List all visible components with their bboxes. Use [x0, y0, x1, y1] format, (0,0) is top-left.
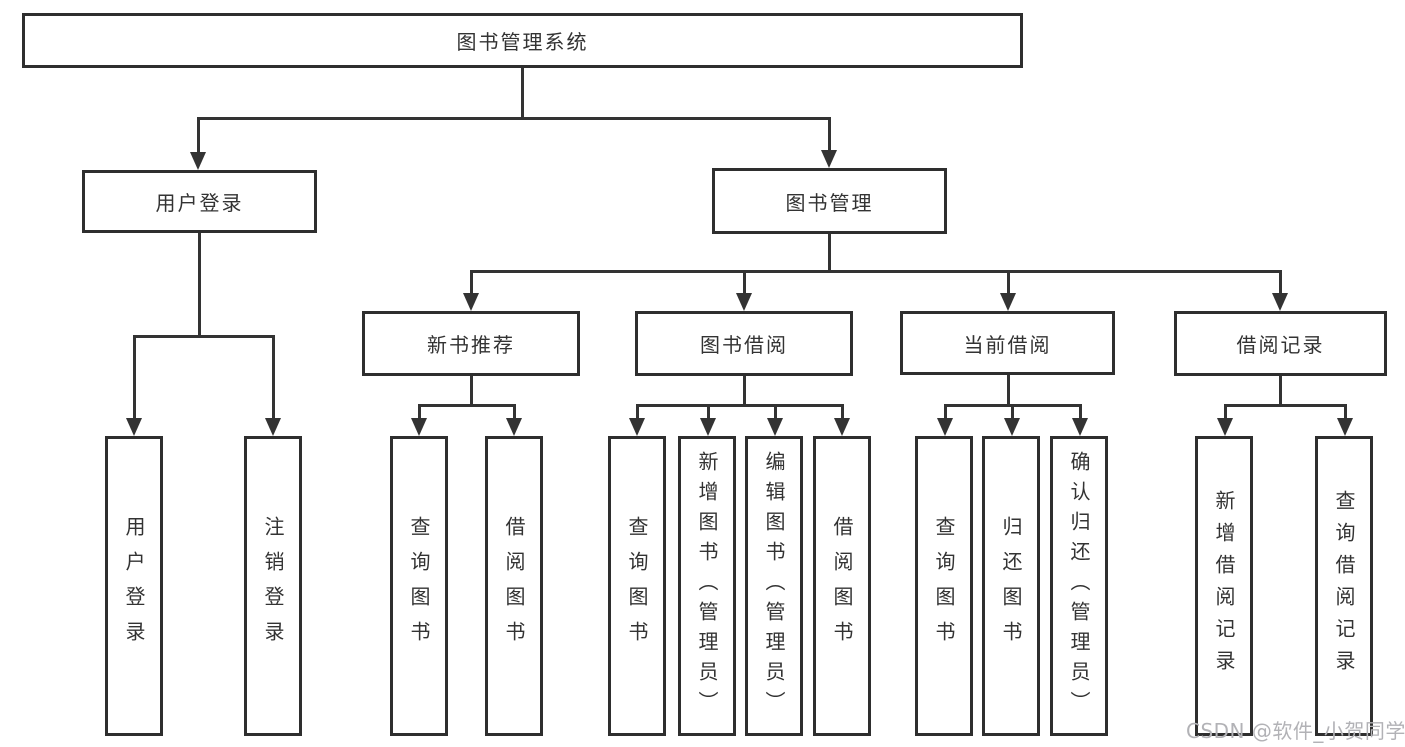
arrowhead-icon: [265, 418, 281, 436]
arrow-to-leaf-current-query: [937, 405, 953, 436]
connector-rail-level1: [196, 116, 831, 120]
arrowhead-icon: [821, 150, 837, 168]
connector-rail-new-book: [417, 403, 516, 407]
arrow-to-book-management: [821, 117, 837, 168]
node-book-management: 图书管理: [712, 168, 947, 234]
arrow-to-leaf-newbook-query: [411, 405, 427, 436]
arrow-to-new-book: [463, 271, 479, 311]
connector-stem-new-book: [469, 376, 473, 406]
arrowhead-icon: [767, 418, 783, 436]
arrowhead-icon: [190, 152, 206, 170]
node-new-book-recommend: 新书推荐: [362, 311, 580, 376]
arrowhead-icon: [736, 293, 752, 311]
connector-stem-root: [520, 68, 524, 118]
arrowhead-icon: [1272, 293, 1288, 311]
arrow-to-leaf-current-confirm: [1072, 405, 1088, 436]
arrowhead-icon: [834, 418, 850, 436]
arrow-to-leaf-user-login: [126, 335, 142, 436]
arrow-to-user-login: [190, 117, 206, 170]
leaf-newbook-borrow: 借阅图书: [485, 436, 543, 736]
leaf-current-return: 归还图书: [982, 436, 1040, 736]
node-current-borrow: 当前借阅: [900, 311, 1115, 375]
arrow-to-leaf-records-add: [1217, 405, 1233, 436]
arrowhead-icon: [1337, 418, 1353, 436]
leaf-borrow-edit-admin: 编辑图书（管理员）: [745, 436, 803, 736]
arrowhead-icon: [629, 418, 645, 436]
connector-rail-level2: [469, 270, 1282, 273]
leaf-records-query: 查询借阅记录: [1315, 436, 1373, 736]
arrowhead-icon: [1004, 418, 1020, 436]
arrowhead-icon: [463, 293, 479, 311]
leaf-records-add: 新增借阅记录: [1195, 436, 1253, 736]
arrow-to-current-borrow: [1000, 271, 1016, 311]
connector-rail-user-login: [132, 334, 275, 338]
arrow-to-leaf-logout: [265, 335, 281, 436]
arrow-to-leaf-borrow-query: [629, 405, 645, 436]
connector-stem-borrow-records: [1278, 376, 1282, 406]
leaf-borrow-borrow: 借阅图书: [813, 436, 871, 736]
arrow-to-borrow-records: [1272, 271, 1288, 311]
arrowhead-icon: [1000, 293, 1016, 311]
arrow-to-leaf-records-query: [1337, 405, 1353, 436]
leaf-borrow-add-admin: 新增图书（管理员）: [678, 436, 736, 736]
csdn-watermark: CSDN @软件_小贺同学: [1186, 719, 1405, 743]
arrowhead-icon: [411, 418, 427, 436]
connector-stem-book-management: [827, 234, 831, 273]
arrowhead-icon: [1072, 418, 1088, 436]
node-book-borrow: 图书借阅: [635, 311, 853, 376]
leaf-newbook-query: 查询图书: [390, 436, 448, 736]
arrow-to-leaf-borrow-add: [700, 405, 716, 436]
arrow-to-leaf-borrow-edit: [767, 405, 783, 436]
arrowhead-icon: [126, 418, 142, 436]
leaf-current-confirm-admin: 确认归还（管理员）: [1050, 436, 1108, 736]
arrowhead-icon: [506, 418, 522, 436]
node-root-system: 图书管理系统: [22, 13, 1023, 68]
connector-stem-book-borrow: [742, 376, 746, 406]
arrow-to-leaf-borrow-borrow: [834, 405, 850, 436]
arrowhead-icon: [1217, 418, 1233, 436]
arrowhead-icon: [937, 418, 953, 436]
node-user-login: 用户登录: [82, 170, 317, 233]
leaf-logout: 注销登录: [244, 436, 302, 736]
connector-stem-current-borrow: [1006, 375, 1010, 406]
connector-rail-book-borrow: [635, 403, 844, 407]
leaf-user-login: 用户登录: [105, 436, 163, 736]
leaf-borrow-query: 查询图书: [608, 436, 666, 736]
arrow-to-leaf-newbook-borrow: [506, 405, 522, 436]
connector-stem-user-login: [197, 233, 201, 336]
leaf-current-query: 查询图书: [915, 436, 973, 736]
connector-rail-borrow-records: [1223, 403, 1347, 407]
arrow-to-leaf-current-return: [1004, 405, 1020, 436]
arrow-to-book-borrow: [736, 271, 752, 311]
node-borrow-records: 借阅记录: [1174, 311, 1387, 376]
arrowhead-icon: [700, 418, 716, 436]
